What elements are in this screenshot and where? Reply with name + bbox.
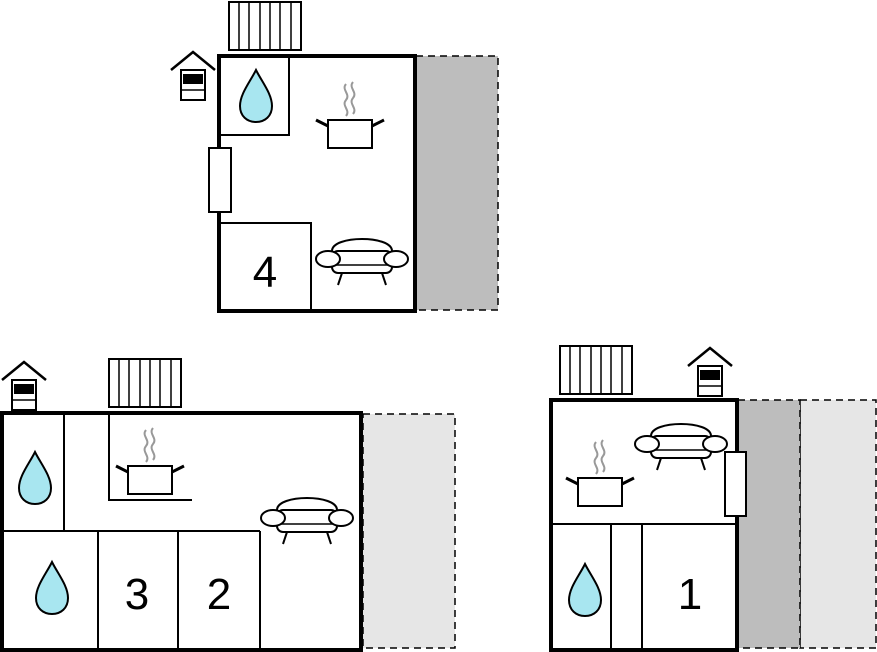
radiator-icon bbox=[559, 345, 633, 395]
house-icon bbox=[686, 346, 734, 398]
terrace bbox=[415, 55, 499, 311]
radiator-icon bbox=[108, 358, 182, 408]
house-icon bbox=[0, 360, 48, 412]
room-number: 2 bbox=[207, 570, 231, 619]
house-icon bbox=[169, 50, 217, 102]
radiator-icon bbox=[228, 1, 302, 51]
room-number: 4 bbox=[253, 248, 277, 297]
door-icon bbox=[724, 451, 747, 517]
ground-floor-right: 1 bbox=[549, 345, 877, 652]
terrace bbox=[737, 399, 801, 649]
door-icon bbox=[208, 147, 232, 213]
terrace bbox=[362, 413, 456, 649]
terrace bbox=[799, 399, 877, 649]
upper-floor: 4 bbox=[169, 1, 499, 313]
room-number: 3 bbox=[125, 570, 149, 619]
room-number: 1 bbox=[678, 570, 702, 619]
ground-floor-left: 3 2 bbox=[0, 358, 456, 652]
